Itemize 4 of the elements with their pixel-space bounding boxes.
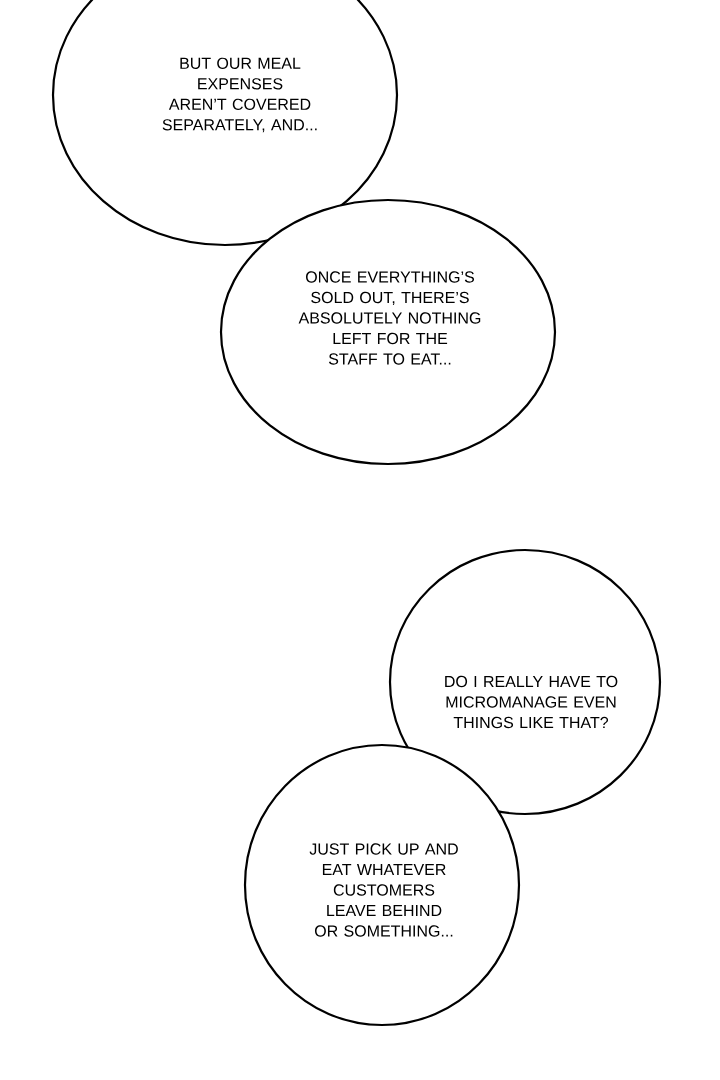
- speech-bubble: JUST PICK UP AND EAT WHATEVER CUSTOMERS LEAVE BEHIND OR SOMETHING...: [243, 743, 521, 1027]
- speech-bubble: BUT OUR MEAL EXPENSES AREN’T COVERED SEPARATELY, AND...: [51, 0, 399, 247]
- speech-bubble: DO I REALLY HAVE TO MICROMANAGE EVEN THINGS LIKE THAT?: [388, 548, 662, 816]
- speech-bubble: ONCE EVERYTHING’S SOLD OUT, THERE’S ABSOLUTELY NOTHING LEFT FOR THE STAFF TO EAT...: [219, 198, 557, 466]
